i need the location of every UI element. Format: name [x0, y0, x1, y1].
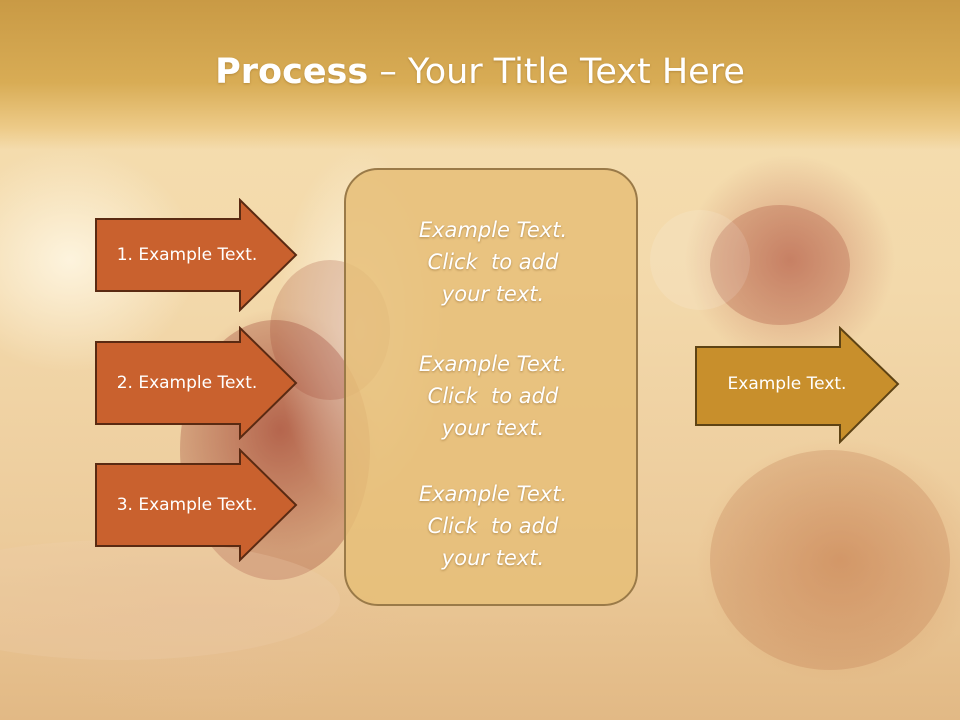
center-text-line: Example Text.: [418, 482, 568, 506]
step-arrow-1[interactable]: 1. Example Text.: [94, 198, 298, 312]
center-text-block-3: Example Text. Click to add your text.: [346, 478, 640, 574]
center-text-line: your text.: [441, 416, 545, 440]
result-arrow[interactable]: Example Text.: [694, 326, 900, 444]
step-arrow-3-shape: [95, 448, 298, 562]
slide-title[interactable]: Process – Your Title Text Here: [0, 52, 960, 92]
center-text-line: Click to add: [427, 514, 559, 538]
center-text-line: Example Text.: [418, 218, 568, 242]
center-text-line: your text.: [441, 546, 545, 570]
center-text-line: Click to add: [427, 250, 559, 274]
step-arrow-3-label: 3. Example Text.: [116, 495, 258, 515]
center-text-block-2: Example Text. Click to add your text.: [346, 348, 640, 444]
center-text-line: your text.: [441, 282, 545, 306]
title-bar: [0, 0, 960, 150]
result-arrow-shape: [695, 326, 900, 444]
step-arrow-1-label: 1. Example Text.: [116, 245, 258, 265]
center-text-line: Click to add: [427, 384, 559, 408]
step-arrow-3[interactable]: 3. Example Text.: [94, 448, 298, 562]
step-arrow-1-shape: [95, 198, 298, 312]
title-rest: – Your Title Text Here: [368, 52, 745, 92]
center-text-block-1: Example Text. Click to add your text.: [346, 214, 640, 310]
step-arrow-2-label: 2. Example Text.: [116, 373, 258, 393]
step-arrow-2[interactable]: 2. Example Text.: [94, 326, 298, 440]
step-arrow-2-shape: [95, 326, 298, 440]
center-text-line: Example Text.: [418, 352, 568, 376]
result-arrow-label: Example Text.: [727, 374, 847, 394]
title-bold: Process: [215, 52, 369, 92]
center-text-box[interactable]: Example Text. Click to add your text. Ex…: [344, 168, 638, 606]
